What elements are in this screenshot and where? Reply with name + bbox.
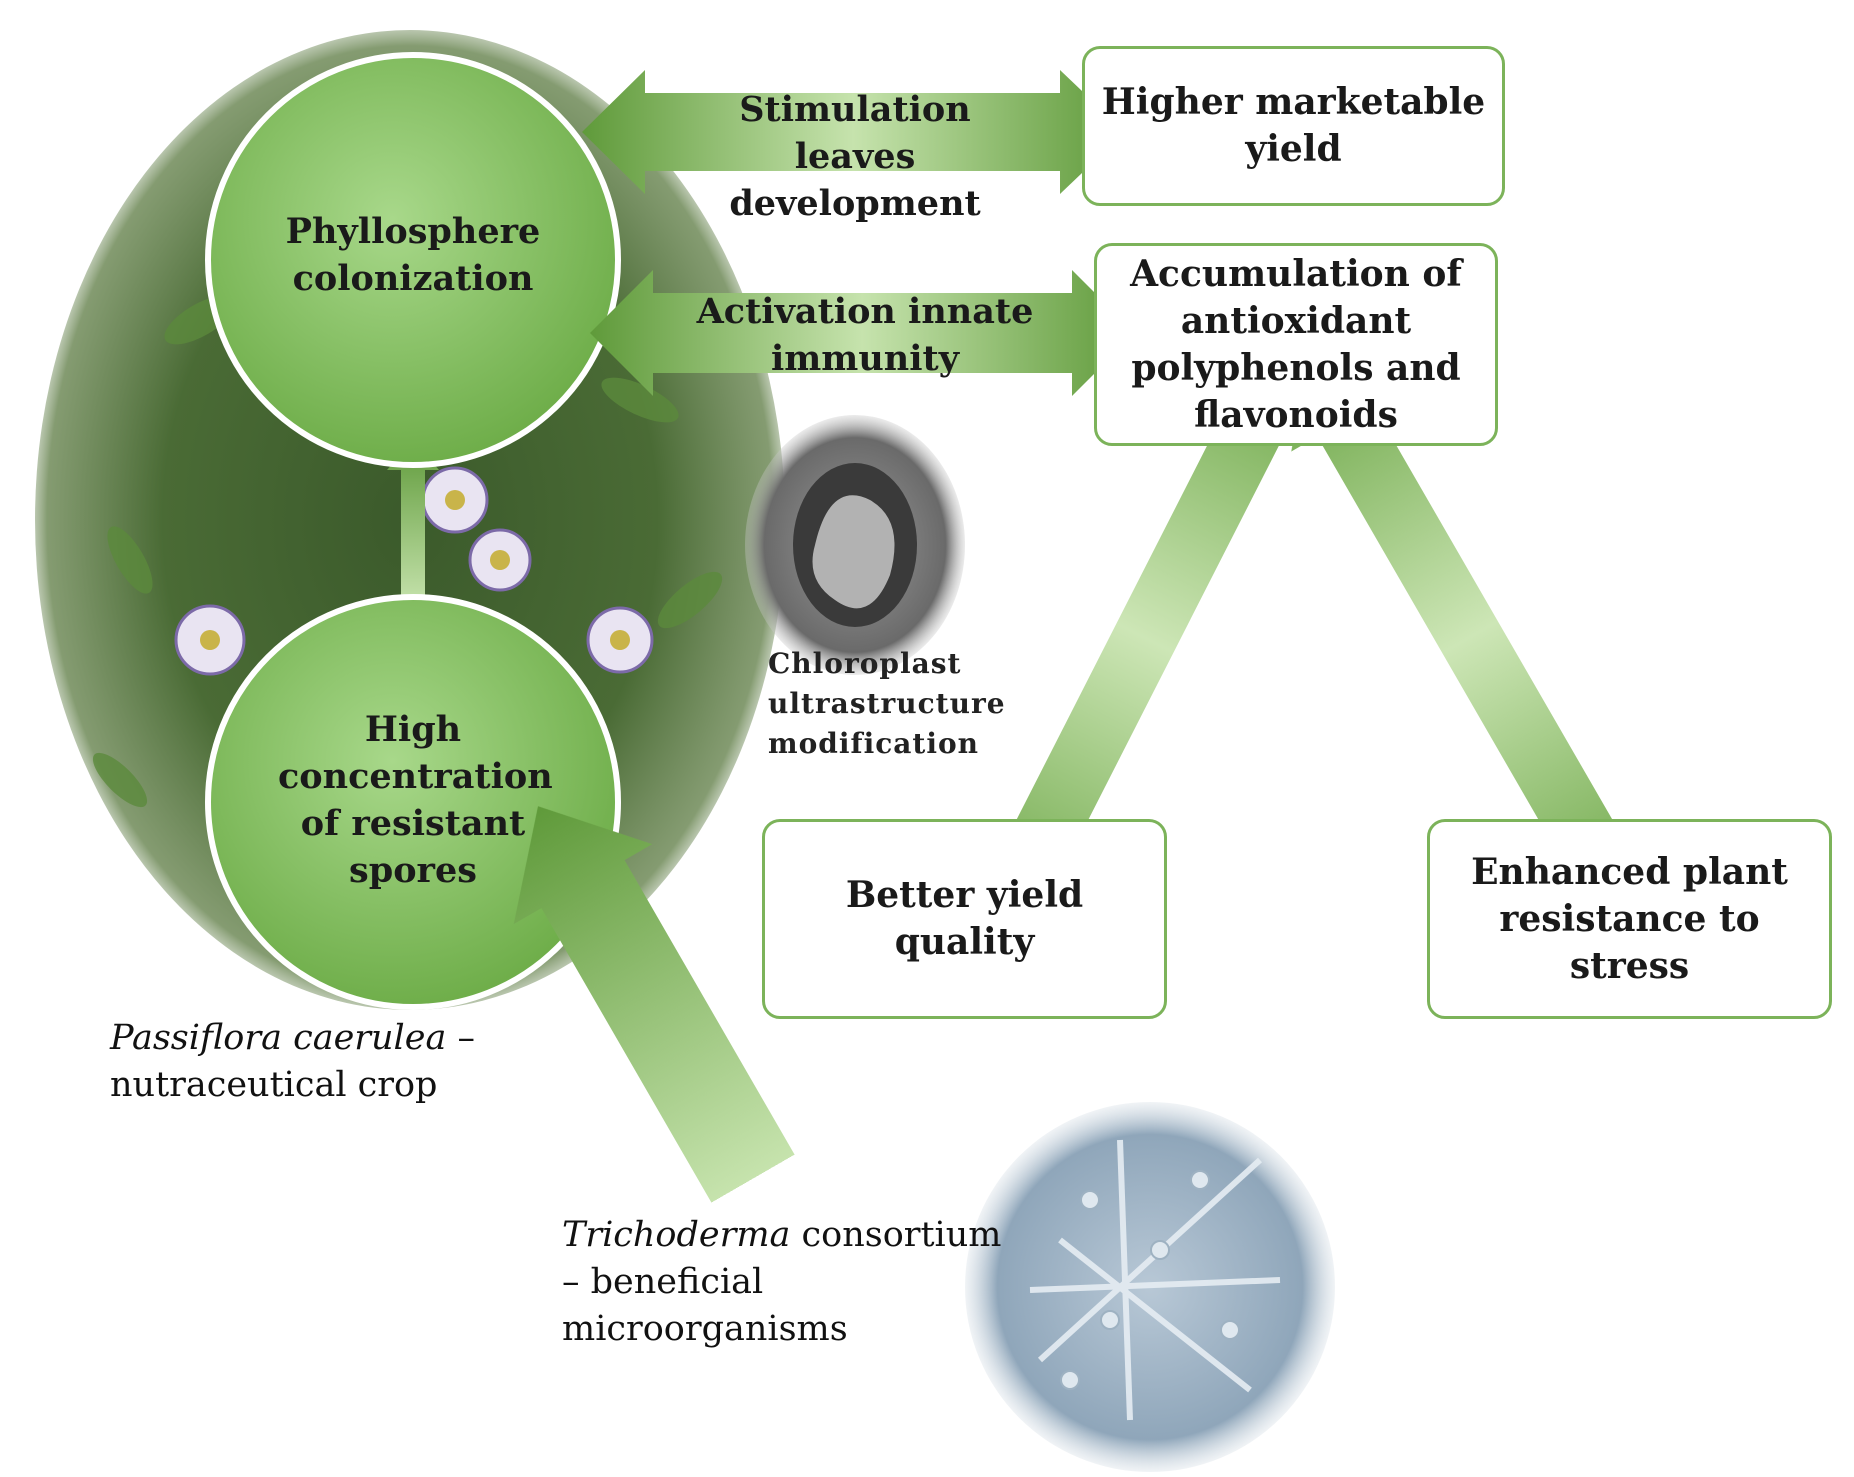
yield-quality-box: Better yield quality	[762, 819, 1167, 1019]
arrow-accumulation-quality	[976, 348, 1314, 928]
plant-caption: Passiflora caerulea – nutraceutical crop	[110, 1015, 530, 1109]
marketable-yield-box: Higher marketable yield	[1082, 46, 1505, 206]
trichoderma-name: Trichoderma	[562, 1215, 791, 1255]
arrow-stimulation	[582, 70, 1125, 194]
trichoderma-image	[965, 1102, 1335, 1472]
plant-caption-rest: – nutraceutical crop	[110, 1018, 475, 1105]
spores-circle	[205, 594, 621, 1010]
stress-resistance-box: Enhanced plant resistance to stress	[1427, 819, 1832, 1019]
chloroplast-image	[745, 415, 965, 675]
plant-species-name: Passiflora caerulea	[110, 1018, 447, 1058]
activation-label: Activation innate immunity	[696, 291, 1034, 379]
accumulation-box: Accumulation of antioxidant polyphenols …	[1094, 243, 1498, 446]
phyllosphere-circle	[205, 52, 621, 468]
stimulation-label: Stimulation leaves development	[729, 89, 981, 224]
spores-label: High concentration of resistant spores	[278, 709, 553, 891]
arrow-accumulation-resistance	[1291, 355, 1649, 919]
trichoderma-caption-rest: consortium – beneficial microorganisms	[562, 1215, 1002, 1349]
arrow-activation	[590, 270, 1135, 396]
arrow-trichoderma	[513, 806, 795, 1203]
chloroplast-caption: Chloroplast ultrastructure modification	[768, 647, 1006, 760]
arrow-spores-to-phyllosphere	[387, 440, 439, 606]
phyllosphere-label: Phyllosphere colonization	[285, 211, 541, 299]
trichoderma-caption: Trichoderma consortium – beneficial micr…	[562, 1212, 1002, 1353]
